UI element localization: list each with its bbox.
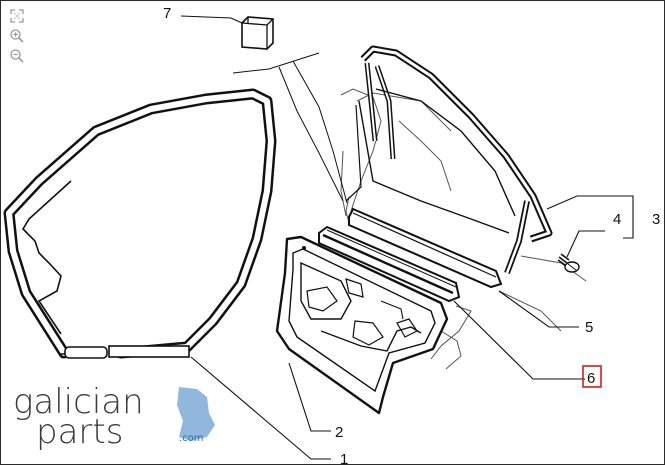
part-4-window-frame[interactable] — [345, 45, 553, 275]
galicianparts-watermark: galician parts .com — [13, 382, 215, 452]
watermark-suffix: .com — [179, 433, 204, 444]
part-1-door-seal[interactable] — [3, 88, 277, 359]
part-6-inner-belt-strip[interactable] — [318, 225, 461, 303]
part-5-outer-belt-strip[interactable] — [348, 207, 503, 289]
callout-4[interactable]: 4 — [613, 211, 621, 228]
callout-6-highlight-box — [582, 365, 602, 388]
callout-5[interactable]: 5 — [585, 319, 593, 336]
zoom-out-icon — [10, 49, 24, 63]
detail-leader-lines — [232, 52, 348, 204]
expand-icon — [10, 9, 24, 23]
zoom-in-icon — [10, 29, 24, 43]
zoom-in-button[interactable] — [7, 26, 27, 46]
map-shape-icon — [177, 387, 215, 441]
watermark-line2: parts — [36, 412, 123, 452]
part-2-door-panel[interactable] — [275, 235, 449, 415]
watermark-line1: galician — [13, 382, 144, 422]
callout-1[interactable]: 1 — [340, 451, 348, 464]
callout-7[interactable]: 7 — [163, 5, 171, 22]
callout-3[interactable]: 3 — [652, 211, 660, 228]
callout-6[interactable]: 6 — [587, 370, 595, 387]
callout-leaders — [180, 15, 634, 460]
screw-fastener[interactable] — [557, 253, 580, 273]
fullscreen-button[interactable] — [7, 6, 27, 26]
callout-2[interactable]: 2 — [335, 424, 343, 441]
part-7-clip[interactable] — [241, 16, 274, 50]
zoom-out-button[interactable] — [7, 46, 27, 66]
